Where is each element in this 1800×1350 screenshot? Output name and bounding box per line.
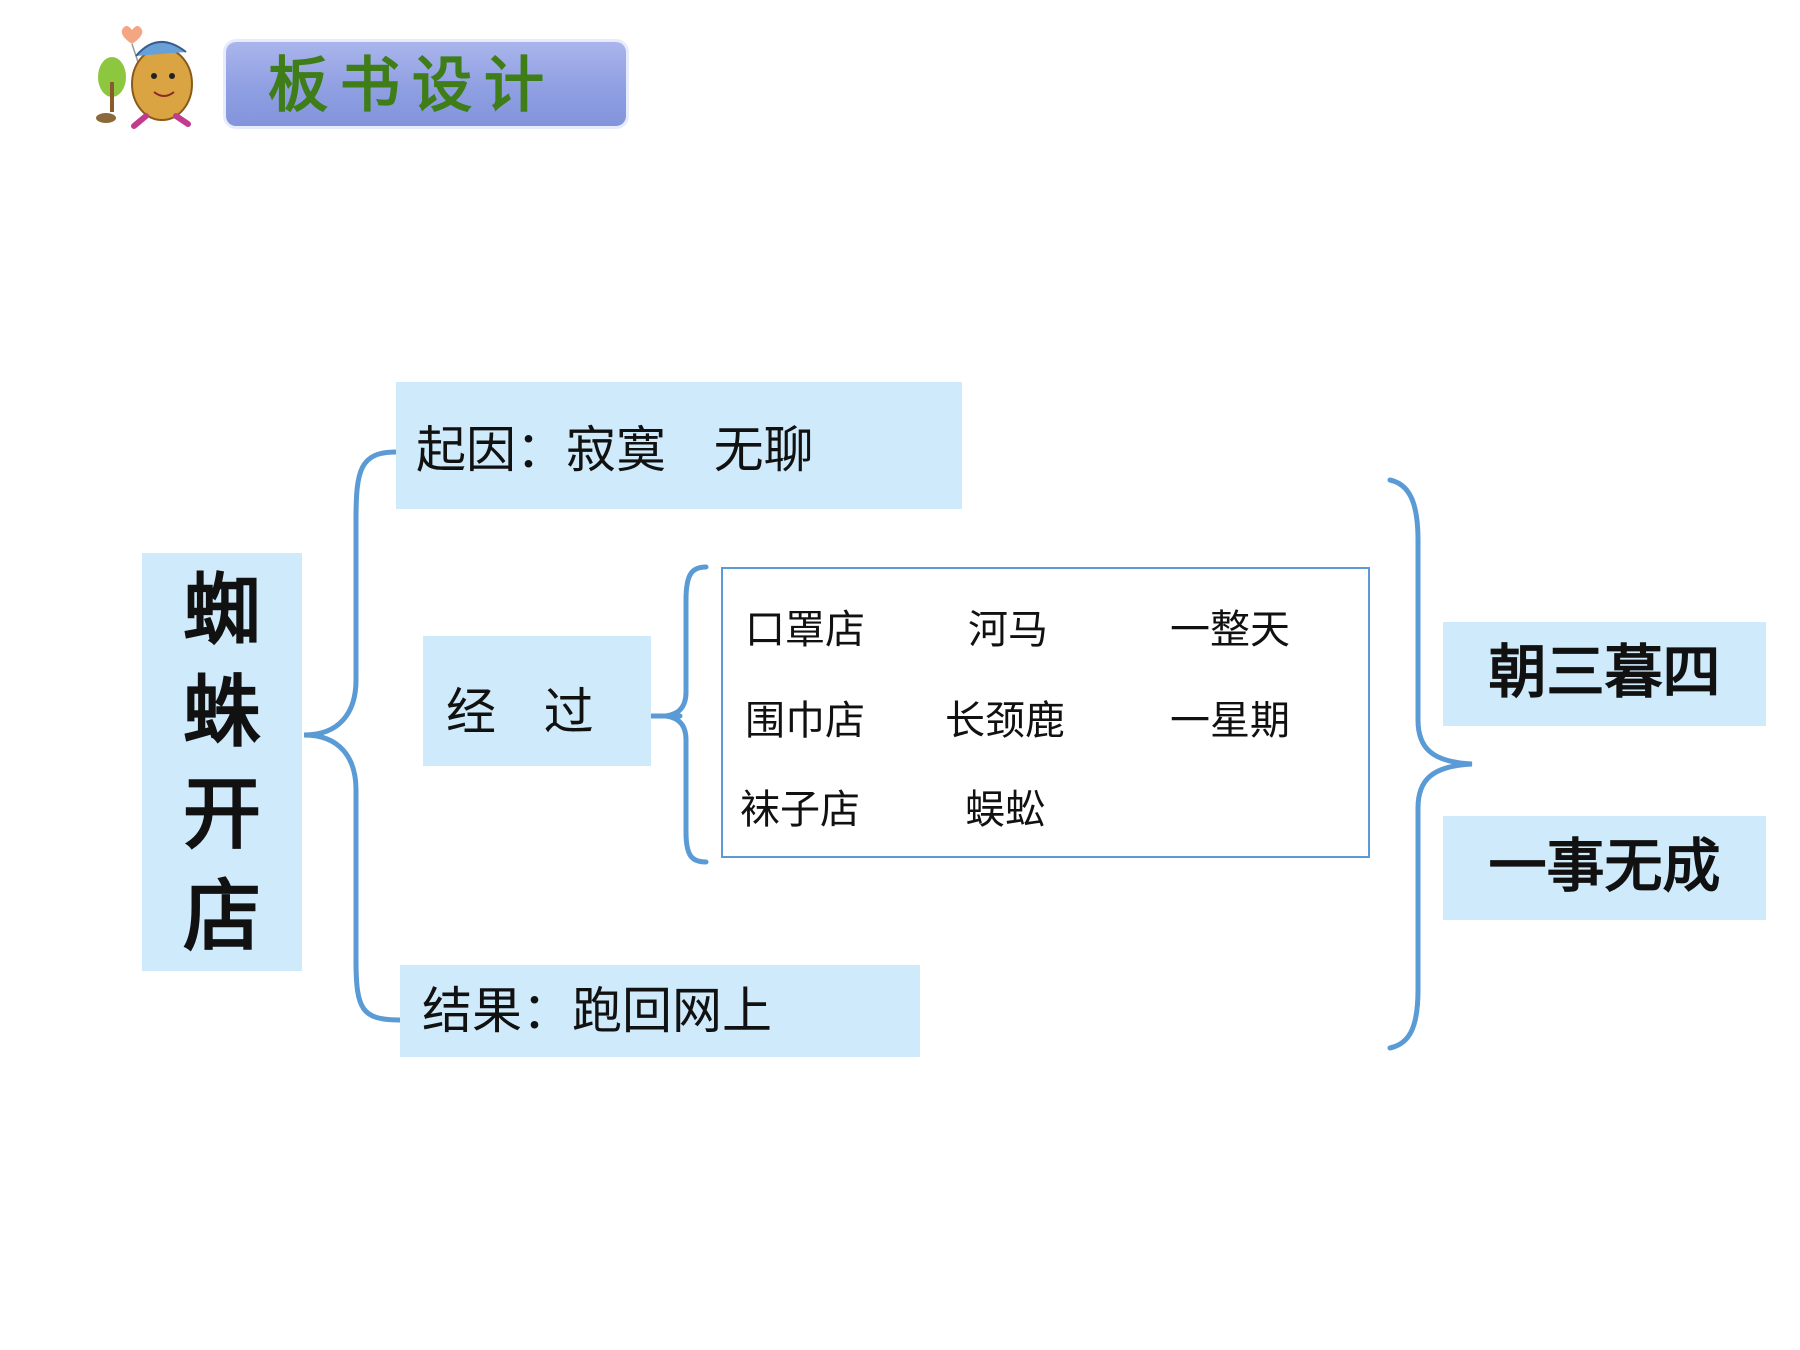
detail-store-3: 袜子店 bbox=[740, 787, 860, 833]
potato-character-icon bbox=[131, 47, 193, 121]
detail-store-1: 口罩店 bbox=[745, 607, 865, 653]
conclusion-block-2 bbox=[1443, 816, 1766, 920]
detail-time-2: 一星期 bbox=[1170, 698, 1290, 744]
header-banner bbox=[226, 42, 626, 126]
detail-customer-1: 河马 bbox=[968, 607, 1048, 653]
result-block bbox=[400, 965, 920, 1057]
title-char-1: 蛛 bbox=[182, 667, 261, 758]
process-label: 经 过 bbox=[446, 683, 594, 741]
header-title: 板书设计 bbox=[268, 51, 556, 121]
detail-store-2: 围巾店 bbox=[745, 698, 865, 744]
title-char-3: 店 bbox=[182, 871, 261, 962]
detail-time-1: 一整天 bbox=[1170, 607, 1290, 653]
cause-block bbox=[396, 382, 962, 509]
diagram-title: 蜘蛛开店 bbox=[142, 560, 302, 968]
right-brace bbox=[1387, 477, 1473, 1051]
conclusion-2: 一事无成 bbox=[1488, 832, 1721, 900]
process-block bbox=[423, 636, 651, 766]
mascot-illustration bbox=[96, 26, 193, 129]
left-brace bbox=[303, 449, 403, 1023]
details-brace bbox=[665, 564, 709, 865]
heart-icon bbox=[121, 26, 143, 44]
detail-customer-3: 蜈蚣 bbox=[965, 787, 1045, 833]
result-text: 结果：跑回网上 bbox=[422, 982, 772, 1040]
conclusion-block-1 bbox=[1443, 622, 1766, 726]
title-char-2: 开 bbox=[182, 769, 261, 860]
tree-icon bbox=[98, 57, 126, 97]
conclusion-1: 朝三暮四 bbox=[1488, 638, 1721, 706]
cause-text: 起因：寂寞 无聊 bbox=[416, 421, 814, 479]
detail-customer-2: 长颈鹿 bbox=[945, 698, 1065, 744]
details-box bbox=[721, 567, 1370, 858]
title-char-0: 蜘 bbox=[182, 565, 261, 656]
title-block bbox=[142, 553, 302, 971]
